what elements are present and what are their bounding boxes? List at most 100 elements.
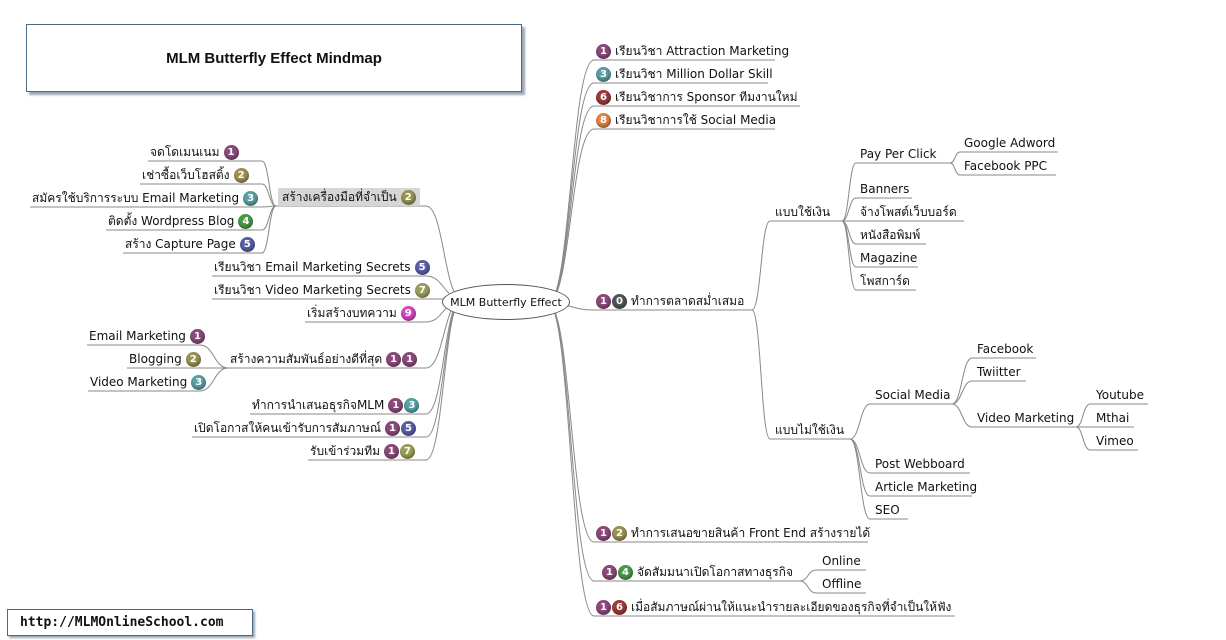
node-label: Email Marketing [89,329,186,343]
priority-badge: 3 [243,190,259,206]
tool-email-service[interactable]: สมัครใช้บริการระบบ Email Marketing 3 [32,189,259,207]
priority-badge: 2 [233,167,249,183]
seminar-offline[interactable]: Offline [822,575,861,593]
ppc-google-adword[interactable]: Google Adword [964,134,1055,152]
priority-number-badge: 1 [384,443,400,459]
paid-ppc[interactable]: Pay Per Click [860,145,937,163]
priority-number-badge: 4 [238,213,254,229]
connector-line [261,183,277,207]
node-label: Post Webboard [875,457,965,471]
connector-line [547,128,595,304]
connector-line [547,59,595,304]
priority-badge: 1 [596,43,611,59]
video-mthai[interactable]: Mthai [1096,409,1129,427]
tool-wordpress[interactable]: ติดตั้ง Wordpress Blog 4 [108,212,254,230]
social-video-marketing[interactable]: Video Marketing [977,409,1074,427]
video-youtube[interactable]: Youtube [1096,386,1144,404]
social-facebook[interactable]: Facebook [977,340,1033,358]
node-label: เมื่อสัมภาษณ์ผ่านให้แนะนำรายละเอียดของธุ… [631,600,952,614]
connector-line [951,403,973,428]
priority-badge: 5 [239,236,255,252]
connector-line [1075,403,1091,428]
priority-number-badge: 2 [185,351,201,367]
connector-line [951,357,973,405]
relation-blogging[interactable]: Blogging 2 [129,350,201,368]
website-url-box[interactable]: http://MLMOnlineSchool.com [7,609,253,636]
priority-badge: 9 [400,305,416,321]
connector-line [841,162,857,222]
priority-number-badge: 7 [400,443,416,459]
free-social-media[interactable]: Social Media [875,386,950,404]
relation-video[interactable]: Video Marketing 3 [90,373,207,391]
priority-number-badge: 9 [400,305,416,321]
connector-line [547,302,595,617]
branch-attraction[interactable]: 1 เรียนวิชา Attraction Marketing [596,42,789,60]
marketing-paid[interactable]: แบบใช้เงิน [775,203,830,221]
branch-sponsor[interactable]: 6 เรียนวิชาการ Sponsor ทีมงานใหม่ [596,88,798,106]
free-seo[interactable]: SEO [875,501,900,519]
branch-social-media-learn[interactable]: 8 เรียนวิชาการใช้ Social Media [596,111,776,129]
free-post-webboard[interactable]: Post Webboard [875,455,965,473]
connector-line [849,438,871,497]
branch-tools[interactable]: สร้างเครื่องมือที่จำเป็น 2 [278,188,420,206]
connector-line [425,298,463,415]
connector-line [547,302,595,582]
priority-badge: 1 [223,144,239,160]
priority-badge: 7 [414,282,430,298]
branch-write-articles[interactable]: เริ่มสร้างบทความ 9 [307,304,416,322]
priority-number-badge: 0 [612,293,627,309]
branch-million-dollar[interactable]: 3 เรียนวิชา Million Dollar Skill [596,65,773,83]
social-twitter[interactable]: Twiitter [977,363,1021,381]
connector-line [751,309,771,440]
video-vimeo[interactable]: Vimeo [1096,432,1134,450]
free-article-marketing[interactable]: Article Marketing [875,478,977,496]
paid-magazine[interactable]: Magazine [860,249,917,267]
node-label: ติดตั้ง Wordpress Blog [108,214,235,228]
priority-number-badge: 8 [596,112,611,128]
tool-domain[interactable]: จดโดเมนเนม 1 [150,143,239,161]
priority-badge: 2 [185,351,201,367]
marketing-free[interactable]: แบบไม่ใช้เงิน [775,421,844,439]
tool-capture-page[interactable]: สร้าง Capture Page 5 [125,235,255,253]
paid-postcard[interactable]: โพสการ์ด [860,272,910,290]
paid-banners[interactable]: Banners [860,180,909,198]
node-label: Twiitter [977,365,1021,379]
priority-number-badge: 1 [402,351,418,367]
node-label: เรียนวิชาการ Sponsor ทีมงานใหม่ [615,90,798,104]
seminar-online[interactable]: Online [822,552,861,570]
branch-learn-video[interactable]: เรียนวิชา Video Marketing Secrets 7 [214,281,430,299]
branch-learn-email[interactable]: เรียนวิชา Email Marketing Secrets 5 [214,258,430,276]
tool-hosting[interactable]: เช่าซื้อเว็บโฮสติ้ง 2 [142,166,249,184]
paid-newspaper[interactable]: หนังสือพิมพ์ [860,226,920,244]
page-title: MLM Butterfly Effect Mindmap [166,49,382,67]
priority-number-badge: 1 [384,420,400,436]
ppc-facebook[interactable]: Facebook PPC [964,157,1047,175]
paid-webboard-post[interactable]: จ้างโพสต์เว็บบอร์ด [860,203,957,221]
node-label: เช่าซื้อเว็บโฮสติ้ง [142,168,230,182]
priority-number-badge: 4 [618,564,633,580]
node-label: เริ่มสร้างบทความ [307,306,397,320]
node-label: หนังสือพิมพ์ [860,228,921,242]
priority-badge: 3 [596,66,611,82]
priority-badge: 1 [189,328,205,344]
priority-number-badge: 6 [612,599,627,615]
connector-line [951,380,973,405]
node-label: SEO [875,503,900,517]
center-node[interactable]: MLM Butterfly Effect [442,284,570,320]
priority-number-badge: 3 [243,190,259,206]
node-label: รับเข้าร่วมทีม [310,444,381,458]
relation-email[interactable]: Email Marketing 1 [89,327,205,345]
node-label: ทำการตลาดสม่ำเสมอ [631,294,745,308]
